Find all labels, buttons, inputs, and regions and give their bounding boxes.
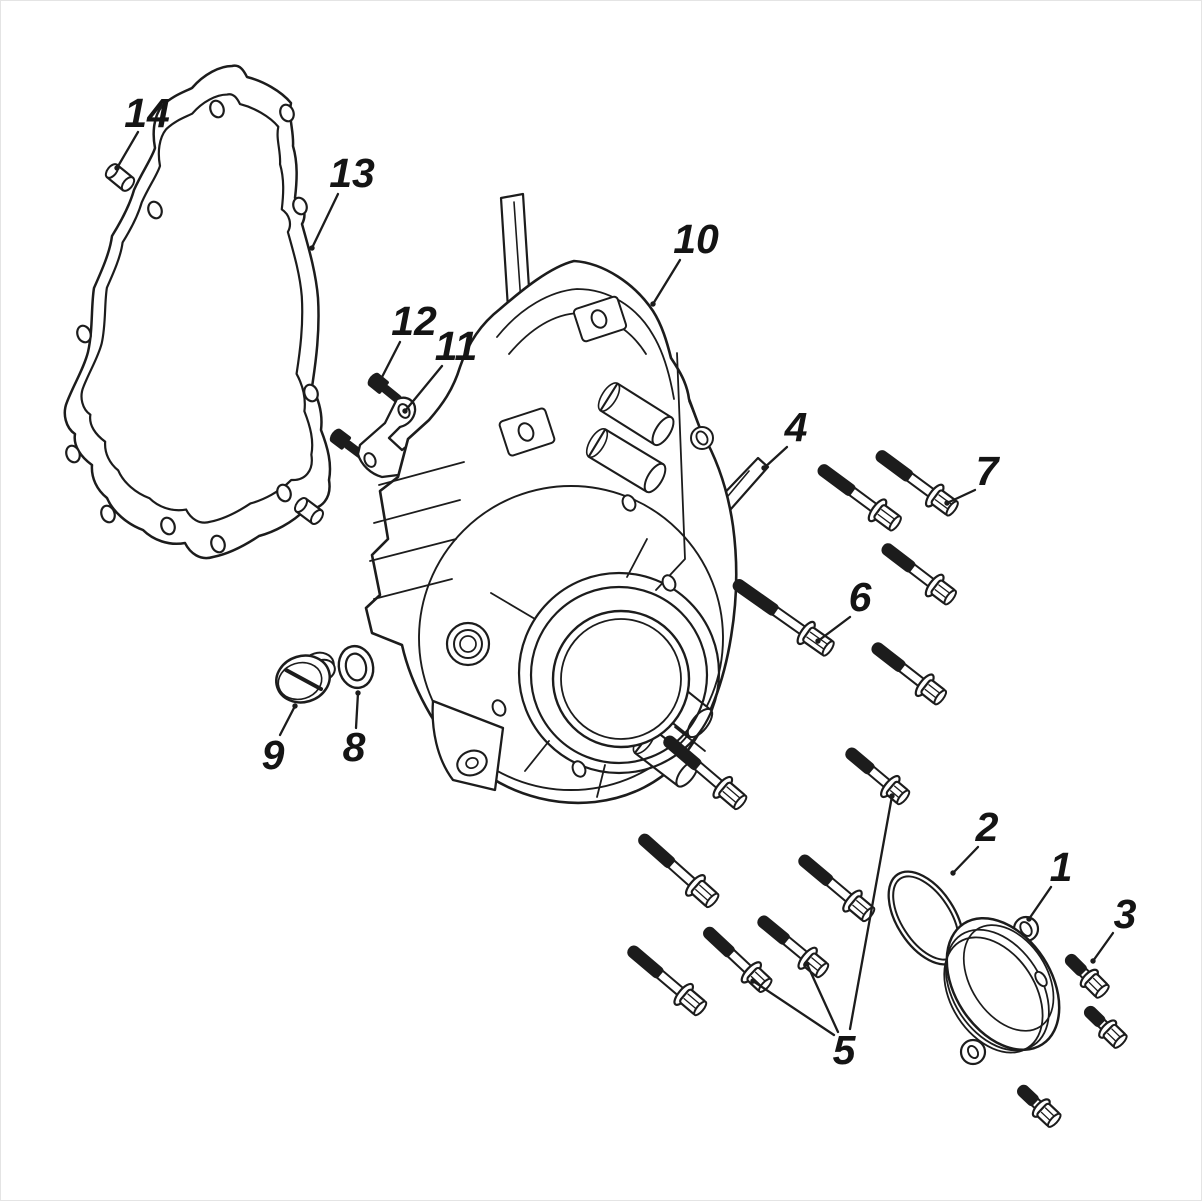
- flange-bolt: [757, 915, 830, 979]
- gasket-bolt-hole: [292, 196, 308, 216]
- flange-bolt-short: [1083, 1005, 1128, 1049]
- leader-line: [278, 704, 297, 737]
- callout-4: 4: [784, 404, 808, 450]
- cover-tab-hole: [966, 1044, 980, 1060]
- gasket-bolt-hole: [160, 516, 176, 536]
- gasket-bolt-hole: [209, 99, 225, 119]
- callout-11: 11: [435, 323, 478, 369]
- gasket: [63, 64, 332, 560]
- flange-bolt-short: [1064, 953, 1110, 999]
- flange-bolt: [798, 854, 876, 923]
- leader-dot: [750, 978, 756, 984]
- leader-line: [816, 615, 852, 643]
- leader-line: [379, 340, 402, 381]
- mount-boss-cylinder: [585, 428, 667, 494]
- callout-3: 3: [1114, 891, 1137, 937]
- callout-13: 13: [329, 150, 375, 196]
- leader-dot: [355, 690, 361, 696]
- gasket-bolt-hole: [303, 383, 319, 403]
- leader-dot: [650, 301, 656, 307]
- crankcase-cover: [364, 259, 738, 805]
- leader-line: [945, 488, 977, 505]
- flange-bolt: [703, 926, 773, 993]
- leader-line: [115, 130, 140, 170]
- callout-8: 8: [343, 724, 366, 770]
- flange-bolt: [732, 579, 835, 657]
- leader-lines: [114, 130, 1115, 1037]
- leader-dot: [944, 500, 950, 506]
- flange-bolt: [875, 450, 959, 517]
- callout-10: 10: [673, 216, 719, 262]
- leader-line: [651, 258, 682, 306]
- gasket-bolt-hole: [76, 324, 92, 344]
- gasket-bolt-hole: [65, 444, 81, 464]
- leader-line: [848, 794, 894, 1031]
- leader-line: [951, 845, 980, 875]
- callout-6: 6: [849, 574, 873, 620]
- leader-dot: [309, 245, 315, 251]
- leader-line: [762, 445, 789, 470]
- dowel-pin: [104, 163, 136, 192]
- oil-filler-boss: [459, 635, 477, 653]
- leader-line: [1027, 885, 1053, 921]
- oil-filler-cap: [275, 651, 336, 704]
- mount-boss-cylinder: [597, 382, 675, 447]
- flange-bolt: [663, 735, 748, 811]
- leader-dot: [292, 703, 298, 709]
- leader-dot: [1090, 958, 1096, 964]
- cover-center-opening: [551, 609, 691, 749]
- cap-slot: [284, 668, 323, 691]
- cover-tab-hole: [1019, 921, 1033, 937]
- callout-5: 5: [833, 1027, 857, 1073]
- outer-cover: [943, 915, 1061, 1066]
- leader-line: [354, 691, 360, 730]
- gasket-bolt-hole: [100, 504, 116, 524]
- leader-line: [805, 962, 840, 1034]
- flange-bolt: [845, 747, 911, 806]
- gasket-bolt-hole: [276, 483, 292, 503]
- leader-dot: [761, 465, 767, 471]
- leader-dot: [378, 376, 384, 382]
- gasket-bolt-hole: [147, 200, 163, 220]
- flange-bolt: [881, 543, 957, 606]
- leader-dot: [402, 408, 408, 414]
- gasket-bolt-hole: [210, 534, 226, 554]
- flange-bolt: [638, 833, 720, 909]
- dowel-pin: [293, 497, 324, 525]
- leader-line: [310, 192, 340, 250]
- flange-bolt: [627, 945, 708, 1017]
- callout-7: 7: [976, 448, 1001, 494]
- flange-bolt-short: [1017, 1084, 1062, 1128]
- leader-dot: [950, 870, 956, 876]
- callout-2: 2: [975, 804, 999, 850]
- gasket-bolt-hole: [279, 103, 295, 123]
- sealing-washer: [337, 644, 375, 690]
- leader-dot: [804, 961, 810, 967]
- leader-dot: [1026, 916, 1032, 922]
- leader-line: [751, 979, 836, 1037]
- leader-dot: [815, 638, 821, 644]
- leader-line: [1091, 931, 1115, 963]
- flange-bolt: [871, 642, 948, 706]
- callout-9: 9: [262, 732, 285, 778]
- callout-14: 14: [124, 90, 170, 136]
- leader-line: [403, 364, 444, 413]
- leader-dot: [889, 793, 895, 799]
- leader-dot: [114, 165, 120, 171]
- flange-bolt: [817, 464, 902, 532]
- callout-12: 12: [391, 298, 437, 344]
- callout-1: 1: [1050, 844, 1073, 890]
